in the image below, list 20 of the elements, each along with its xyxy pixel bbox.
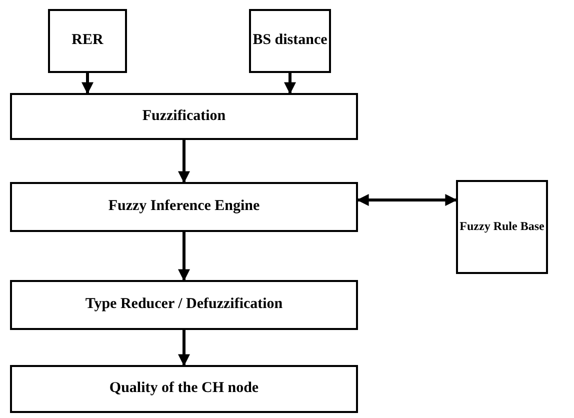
box-label: Fuzzification <box>142 108 226 126</box>
box-label: BS distance <box>252 32 328 50</box>
process-box <box>10 365 358 413</box>
process-box <box>48 9 127 73</box>
box-label: Type Reducer / Defuzzification <box>85 296 283 314</box>
box-label: RER <box>72 32 104 50</box>
process-box <box>249 9 331 73</box>
process-box <box>10 182 358 232</box>
arrow <box>82 73 94 94</box>
box-label: Quality of the CH node <box>109 380 259 398</box>
process-box <box>10 93 358 140</box>
arrow <box>284 73 296 94</box>
arrow <box>178 330 190 366</box>
arrow <box>356 194 458 206</box>
box-label: Fuzzy Rule Base <box>460 220 544 234</box>
process-box <box>456 180 548 274</box>
arrow <box>178 140 190 184</box>
process-box <box>10 280 358 330</box>
arrow <box>178 232 190 282</box>
box-label: Fuzzy Inference Engine <box>108 198 260 216</box>
